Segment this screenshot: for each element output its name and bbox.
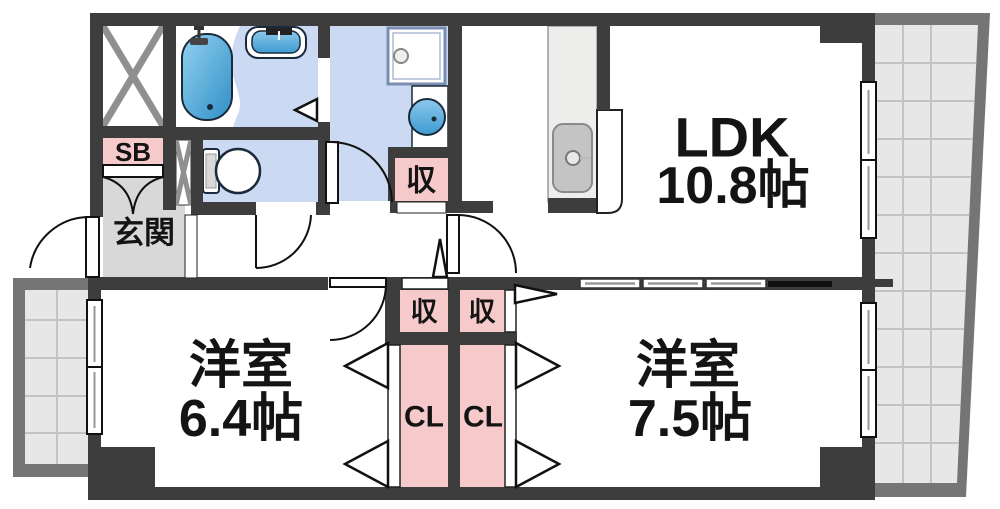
label-entrance: 玄関 xyxy=(113,216,175,251)
closet-a-door xyxy=(387,344,401,488)
label-bedroom75-size: 7.5帖 xyxy=(628,390,752,448)
closet-a-area xyxy=(400,345,448,487)
wall-cl-junction xyxy=(385,332,517,345)
wall-toilet-south-a xyxy=(203,202,256,215)
bathroom-door-marker xyxy=(292,96,319,124)
shoe-box-doors xyxy=(102,164,164,215)
label-storage-a: 収 xyxy=(411,297,439,327)
toilet xyxy=(202,147,262,195)
vanity-sink xyxy=(245,26,307,59)
balcony-left-grid xyxy=(25,290,88,464)
shaft-x-box xyxy=(99,24,167,128)
window-bedroom75 xyxy=(860,302,877,438)
window-ldk xyxy=(860,81,877,239)
shoe-box-area xyxy=(103,138,163,165)
kitchen-faucet xyxy=(565,150,581,166)
label-bedroom64: 洋室 xyxy=(189,337,293,395)
wall-right-b xyxy=(862,238,875,303)
kitchen-panel xyxy=(596,109,623,214)
wall-kitchen-partition xyxy=(597,26,610,110)
hall-storage-marker xyxy=(431,238,449,279)
wall-top xyxy=(95,13,875,26)
label-closet-a: CL xyxy=(404,401,444,434)
wall-bath-wash-a xyxy=(318,13,330,58)
sliding-door-track xyxy=(768,281,832,287)
washing-machine-pan xyxy=(386,26,447,86)
wall-right-c xyxy=(862,437,875,488)
label-ldk: LDK xyxy=(674,106,789,169)
wall-cl-mid xyxy=(448,290,460,487)
entrance-step xyxy=(184,214,198,279)
wall-corner-tr xyxy=(820,13,875,43)
toilet-door xyxy=(255,214,312,269)
window-bedroom64 xyxy=(86,299,103,435)
bathtub xyxy=(176,24,241,127)
label-closet-b: CL xyxy=(463,401,503,434)
wall-storage-hall-left xyxy=(388,147,395,202)
wall-toilet-west xyxy=(191,137,203,215)
ldk-door xyxy=(446,214,517,274)
balcony-right xyxy=(875,13,990,497)
closet-b-area xyxy=(460,345,505,487)
entrance-door xyxy=(29,216,100,278)
pipe-space-x xyxy=(173,139,194,206)
storage-b-door xyxy=(504,289,517,333)
storage-b-marker xyxy=(513,283,558,305)
shower-fixture xyxy=(190,24,208,45)
toilet-door-gap xyxy=(256,202,316,215)
storage-hall-door xyxy=(396,201,447,214)
doors xyxy=(29,141,517,341)
wall-xbox-right xyxy=(163,13,176,210)
wall-bottom xyxy=(88,487,875,500)
wall-xbox-bottom xyxy=(90,126,176,138)
label-ldk-size: 10.8帖 xyxy=(656,157,809,215)
wall-toilet-south-b xyxy=(316,202,330,215)
label-bedroom75: 洋室 xyxy=(636,337,740,395)
wall-left-upper xyxy=(90,13,103,217)
closet-a-marker-bottom xyxy=(342,438,390,490)
wall-storage-hall-top xyxy=(390,147,448,158)
bedroom64-door xyxy=(329,277,387,341)
wall-washroom-east xyxy=(448,13,462,213)
wall-step-bl xyxy=(101,447,155,487)
wash-basin xyxy=(408,85,449,149)
label-shoe-box: SB xyxy=(115,137,151,167)
label-storage-b: 収 xyxy=(469,297,497,327)
label-storage-hall: 収 xyxy=(406,165,437,198)
closet-a-marker-top xyxy=(342,340,390,391)
fold-door-markers xyxy=(292,96,562,490)
wall-left-lower-b xyxy=(88,434,101,500)
storage-a-door xyxy=(401,277,449,290)
kitchen-counter xyxy=(547,25,623,214)
labels: SB 玄関 収 収 収 CL CL LDK 10.8帖 洋室 6.4帖 洋室 7… xyxy=(113,106,810,449)
balcony-partition-stub xyxy=(875,279,893,287)
closet-b-door xyxy=(504,344,517,488)
window-interior-75 xyxy=(579,278,832,289)
balcony-left xyxy=(13,278,88,477)
wall-bath-toilet xyxy=(176,127,318,140)
storage-a-area xyxy=(400,290,448,332)
wall-cl-left xyxy=(385,290,400,345)
wall-left-lower-a xyxy=(88,290,101,300)
storage-b-area xyxy=(460,290,505,332)
washroom-door-gap xyxy=(330,201,390,213)
closet-b-marker-top xyxy=(514,340,562,391)
balcony-right-grid xyxy=(875,25,978,483)
storage-hall-area xyxy=(395,157,448,202)
closet-b-marker-bottom xyxy=(514,438,562,490)
label-bedroom64-size: 6.4帖 xyxy=(179,390,303,448)
washroom-door xyxy=(325,141,393,204)
wall-corner-br xyxy=(820,447,862,487)
bathroom-door-gap xyxy=(318,58,330,122)
